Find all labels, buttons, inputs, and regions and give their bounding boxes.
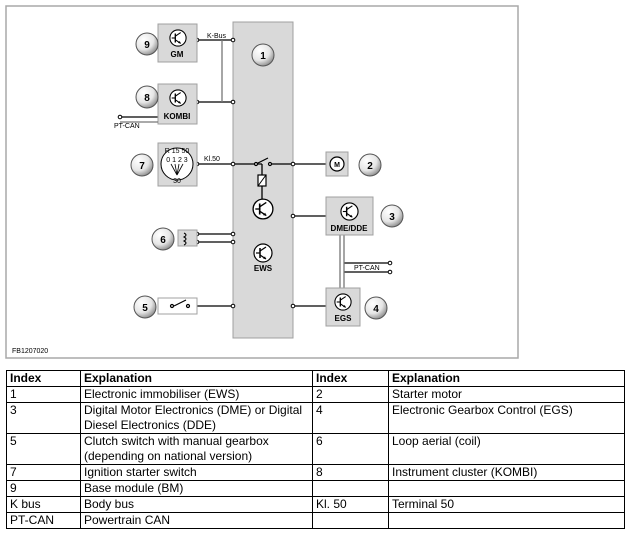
callout-5-number: 5: [142, 303, 148, 314]
legend-cell: Powertrain CAN: [80, 512, 313, 529]
legend-cell: [312, 480, 389, 497]
dme-dde-label: DME/DDE: [331, 224, 369, 233]
legend-header-row: Index Explanation Index Explanation: [6, 370, 625, 387]
legend-cell: Clutch switch with manual gearbox (depen…: [80, 433, 313, 465]
legend-cell: 7: [6, 464, 81, 481]
legend-cell: Instrument cluster (KOMBI): [388, 464, 625, 481]
legend-row: 9 Base module (BM): [6, 480, 625, 497]
legend-cell: 4: [312, 402, 389, 434]
loop-aerial-box: [177, 229, 198, 247]
callout-7: [130, 153, 154, 177]
figure-code: FB1207020: [12, 348, 48, 355]
legend-cell: Terminal 50: [388, 496, 625, 513]
callout-6: [151, 227, 175, 251]
legend-row: 5 Clutch switch with manual gearbox (dep…: [6, 433, 625, 465]
legend-cell: 3: [6, 402, 81, 434]
legend-row: 3 Digital Motor Electronics (DME) or Dig…: [6, 402, 625, 434]
callout-8-number: 8: [144, 93, 150, 104]
legend-cell: Ignition starter switch: [80, 464, 313, 481]
egs-label: EGS: [335, 314, 353, 323]
legend-cell: Electronic immobiliser (EWS): [80, 386, 313, 403]
legend-row: K bus Body bus Kl. 50 Terminal 50: [6, 496, 625, 513]
legend-row: PT-CAN Powertrain CAN: [6, 512, 625, 529]
ews-label: EWS: [254, 264, 273, 273]
legend-header-index-2: Index: [312, 370, 389, 387]
callout-7-number: 7: [139, 161, 145, 172]
wiring-diagram: 1: [5, 5, 519, 359]
callout-1-number: 1: [260, 51, 266, 62]
clutch-switch-box: [157, 297, 198, 315]
egs-transistor-icon: [334, 293, 352, 311]
legend-cell: 5: [6, 433, 81, 465]
legend-cell: 6: [312, 433, 389, 465]
kombi-transistor-icon: [169, 89, 187, 107]
callout-4: [364, 296, 388, 320]
callout-6-number: 6: [160, 235, 166, 246]
legend-cell: Starter motor: [388, 386, 625, 403]
relay-transistor-icon: [252, 198, 274, 220]
legend-cell: K bus: [6, 496, 81, 513]
legend-row: 1 Electronic immobiliser (EWS) 2 Starter…: [6, 386, 625, 403]
kombi-label: KOMBI: [164, 112, 191, 121]
legend-cell: 2: [312, 386, 389, 403]
kl50-label: Kl.50: [204, 156, 220, 163]
legend-cell: [312, 512, 389, 529]
svg-text:M: M: [334, 162, 340, 169]
dme-transistor-icon: [340, 202, 359, 221]
legend-cell: [388, 480, 625, 497]
ews-transistor-icon: [253, 243, 273, 263]
legend-header-explanation-2: Explanation: [388, 370, 625, 387]
callout-3: [380, 204, 404, 228]
ignition-bottom-label: 30: [173, 178, 181, 185]
legend-row: 7 Ignition starter switch 8 Instrument c…: [6, 464, 625, 481]
pt-can-left-label: PT-CAN: [114, 123, 140, 130]
legend-table: Index Explanation Index Explanation 1 El…: [6, 370, 625, 529]
gm-transistor-icon: [169, 29, 187, 47]
legend-header-index-1: Index: [6, 370, 81, 387]
k-bus-label: K-Bus: [207, 33, 227, 40]
legend-cell: 9: [6, 480, 81, 497]
gm-label: GM: [171, 50, 184, 59]
legend-cell: 1: [6, 386, 81, 403]
legend-cell: Electronic Gearbox Control (EGS): [388, 402, 625, 434]
callout-9-number: 9: [144, 40, 150, 51]
callout-2: [358, 153, 382, 177]
legend-cell: Digital Motor Electronics (DME) or Digit…: [80, 402, 313, 434]
ignition-mid-label: 0 1 2 3: [166, 157, 188, 164]
relay-contact: [253, 157, 273, 167]
callout-1: [251, 43, 275, 67]
legend-cell: Kl. 50: [312, 496, 389, 513]
legend-cell: Body bus: [80, 496, 313, 513]
legend-cell: Base module (BM): [80, 480, 313, 497]
callout-3-number: 3: [389, 212, 395, 223]
callout-5: [133, 295, 157, 319]
callout-9: [135, 32, 159, 56]
callout-2-number: 2: [367, 161, 373, 172]
pt-can-right-label: PT-CAN: [354, 265, 380, 272]
legend-header-explanation-1: Explanation: [80, 370, 313, 387]
callout-8: [135, 85, 159, 109]
legend-cell: [388, 512, 625, 529]
callout-4-number: 4: [373, 304, 379, 315]
legend-cell: PT-CAN: [6, 512, 81, 529]
legend-cell: 8: [312, 464, 389, 481]
legend-cell: Loop aerial (coil): [388, 433, 625, 465]
wires: [120, 39, 390, 307]
ignition-top-label: R 15 50: [165, 148, 190, 155]
